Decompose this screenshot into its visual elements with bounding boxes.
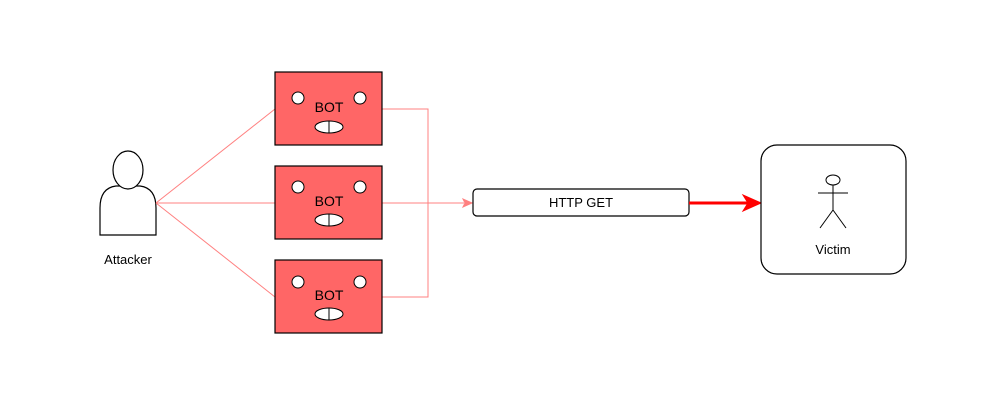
http-get-label: HTTP GET: [549, 195, 613, 210]
connector-bot-1-request: [382, 108, 429, 203]
attacker-icon: [99, 150, 157, 236]
bot-left-eye: [291, 91, 305, 105]
bots-to-request-connectors: [382, 108, 464, 298]
bot-mouth: [314, 307, 344, 321]
http-get-node: HTTP GET: [472, 188, 690, 217]
bot-box: [274, 165, 383, 240]
victim-node: Victim: [760, 144, 907, 275]
attacker-node: Attacker: [99, 150, 157, 267]
bot-label: BOT: [315, 99, 344, 115]
connector-arrowhead: [461, 197, 474, 209]
bot-mouth: [314, 120, 344, 134]
bot-left-eye: [291, 275, 305, 289]
bot-node: BOT: [274, 165, 383, 240]
attack-arrow: [689, 193, 763, 213]
connector-attacker-bot-1: [155, 108, 276, 204]
bot-label: BOT: [315, 193, 344, 209]
attacker-to-bots-connectors: [155, 108, 276, 298]
bot-mouth: [314, 213, 344, 227]
bot-right-eye: [353, 180, 367, 194]
victim-stick-figure-icon: [818, 174, 848, 229]
victim-label: Victim: [815, 242, 850, 257]
attacker-label: Attacker: [104, 252, 152, 267]
bot-node: BOT: [274, 259, 383, 334]
bot-left-eye: [291, 180, 305, 194]
bot-box: [274, 259, 383, 334]
connector-attacker-bot-3: [155, 202, 276, 298]
bot-label: BOT: [315, 287, 344, 303]
bot-right-eye: [353, 91, 367, 105]
bot-node: BOT: [274, 71, 383, 146]
connector-bot-3-request: [382, 203, 429, 298]
bot-right-eye: [353, 275, 367, 289]
